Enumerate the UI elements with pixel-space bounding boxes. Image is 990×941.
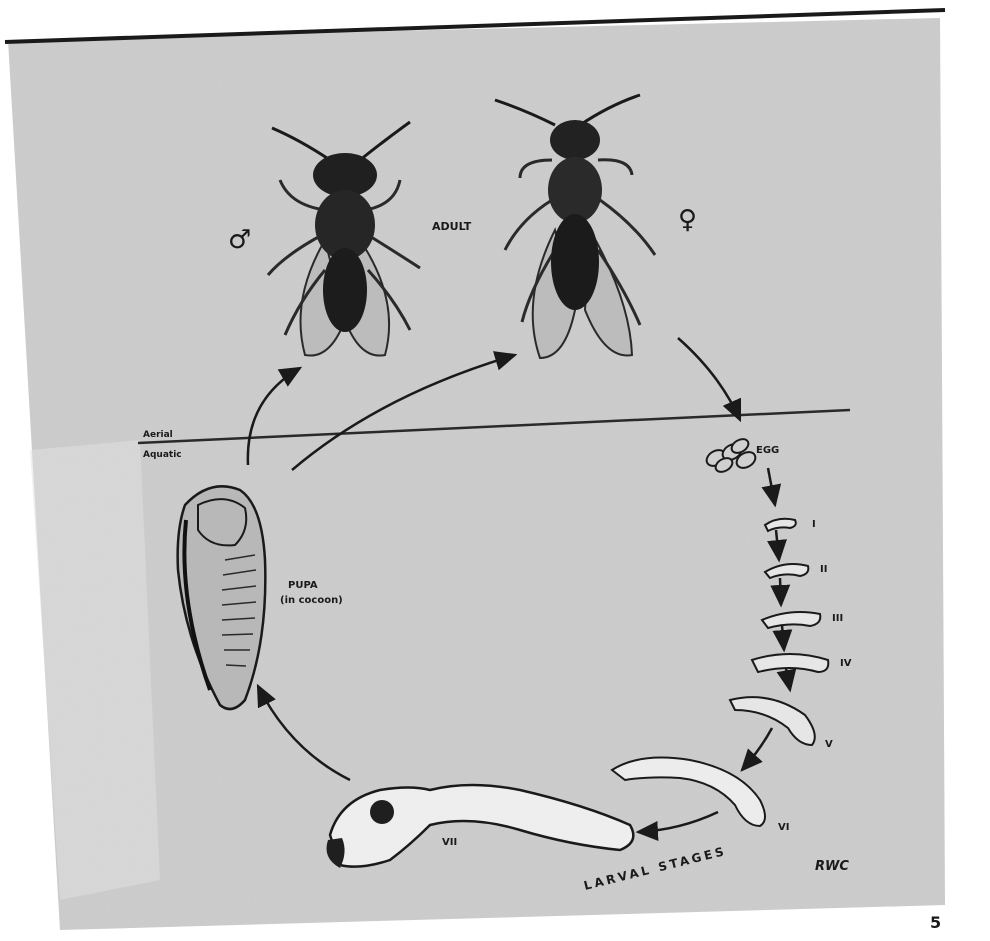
arrow-II-to-III: [780, 578, 781, 605]
aquatic-label: Aquatic: [143, 450, 182, 460]
instar-label-3: III: [832, 613, 843, 624]
instar-label-6: VI: [778, 822, 789, 833]
instar-label-4: IV: [840, 658, 852, 669]
page-number: 5: [930, 913, 941, 932]
female-symbol-icon: ♀: [678, 205, 697, 235]
instar-label-1: I: [812, 519, 816, 530]
pupa-label: PUPA: [288, 580, 318, 591]
egg-label: EGG: [756, 445, 779, 456]
instar-label-7: VII: [442, 837, 457, 848]
male-symbol-icon: ♂: [228, 225, 251, 255]
aerial-label: Aerial: [143, 430, 173, 440]
artist-signature: RWC: [815, 859, 849, 874]
adult-label: ADULT: [432, 220, 472, 233]
instar-label-2: II: [820, 564, 827, 575]
paper-fade: [30, 440, 160, 900]
instar-label-5: V: [825, 739, 833, 750]
pupa-sublabel: (in cocoon): [280, 595, 343, 606]
